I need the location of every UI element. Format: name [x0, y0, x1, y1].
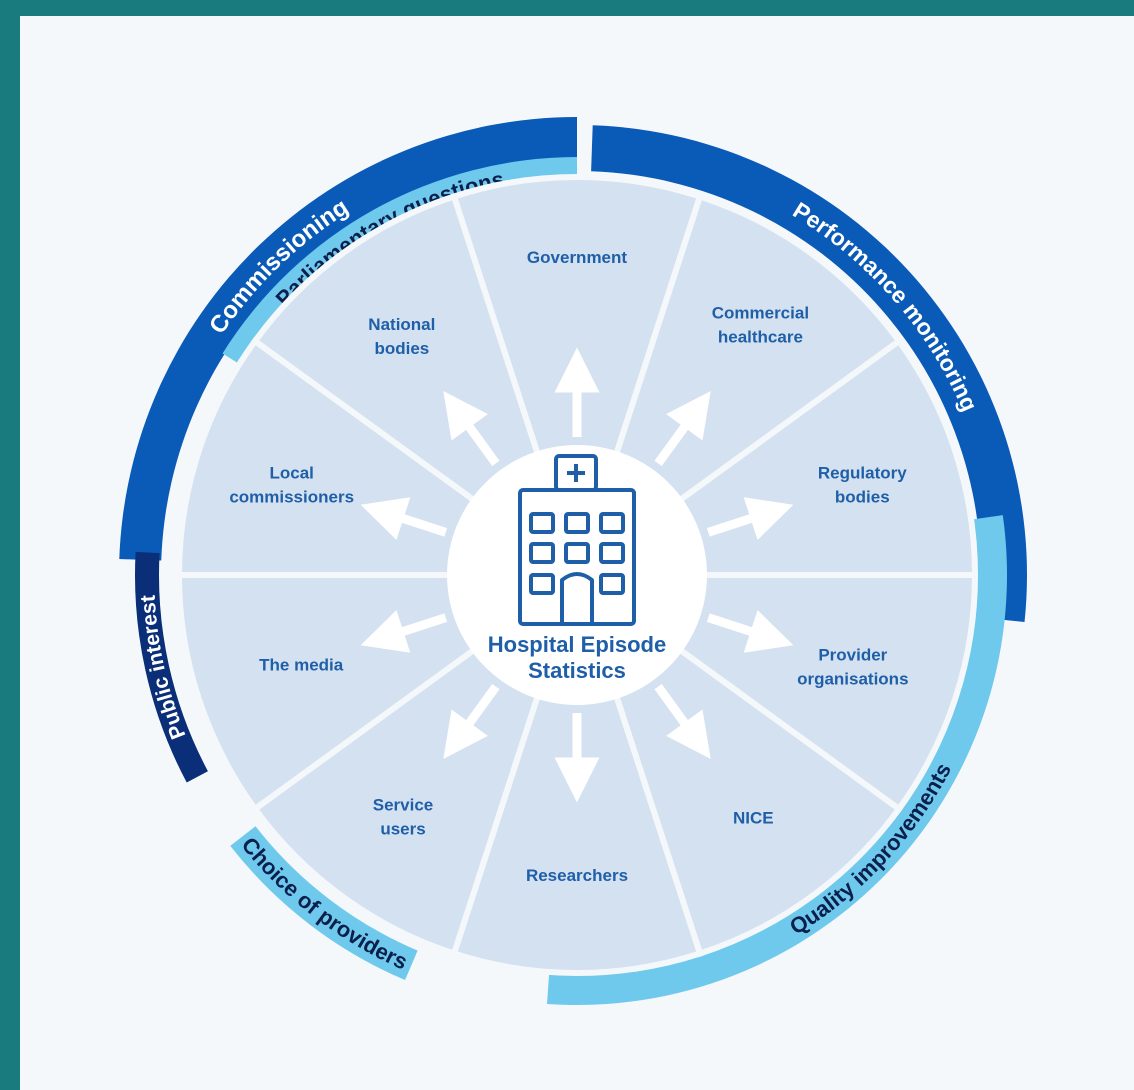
arrow-service-users [443, 683, 500, 760]
arrow-commercial-healthcare [654, 390, 711, 467]
segment-label-commercial-healthcare: Commercial [712, 304, 809, 323]
segment-label-the-media: The media [259, 656, 344, 675]
arrow-local-commissioners [360, 497, 448, 541]
segment-label-researchers: Researchers [526, 866, 628, 885]
segment-label-service-users: Service [373, 795, 434, 814]
segment-label-national-bodies: National [368, 315, 435, 334]
arrow-the-media [360, 609, 448, 653]
center-hub: Hospital Episode Statistics [447, 445, 707, 705]
segment-label-local-commissioners-line2: commissioners [229, 487, 354, 506]
segment-label-commercial-healthcare-line2: healthcare [718, 328, 803, 347]
band-public-interest [135, 551, 208, 783]
segment-label-regulatory-bodies-line2: bodies [835, 487, 890, 506]
arrow-provider-organisations [706, 609, 794, 653]
band-choice-of-providers [230, 826, 418, 981]
segment-label-provider-organisations-line2: organisations [797, 670, 908, 689]
segment-label-provider-organisations: Provider [818, 646, 887, 665]
arrow-national-bodies [443, 390, 500, 467]
segment-label-national-bodies-line2: bodies [374, 339, 429, 358]
arrow-nice [654, 683, 711, 760]
segment-label-local-commissioners: Local [269, 463, 313, 482]
segment-label-regulatory-bodies: Regulatory [818, 463, 907, 482]
center-title-line1: Hospital Episode [488, 632, 666, 657]
segment-label-service-users-line2: users [380, 819, 425, 838]
hospital-building-icon [518, 454, 636, 626]
segment-label-nice: NICE [733, 809, 774, 828]
arrow-regulatory-bodies [706, 497, 794, 541]
arrows-layer [360, 347, 794, 803]
segment-label-government: Government [527, 248, 627, 267]
center-title-line2: Statistics [528, 658, 626, 683]
